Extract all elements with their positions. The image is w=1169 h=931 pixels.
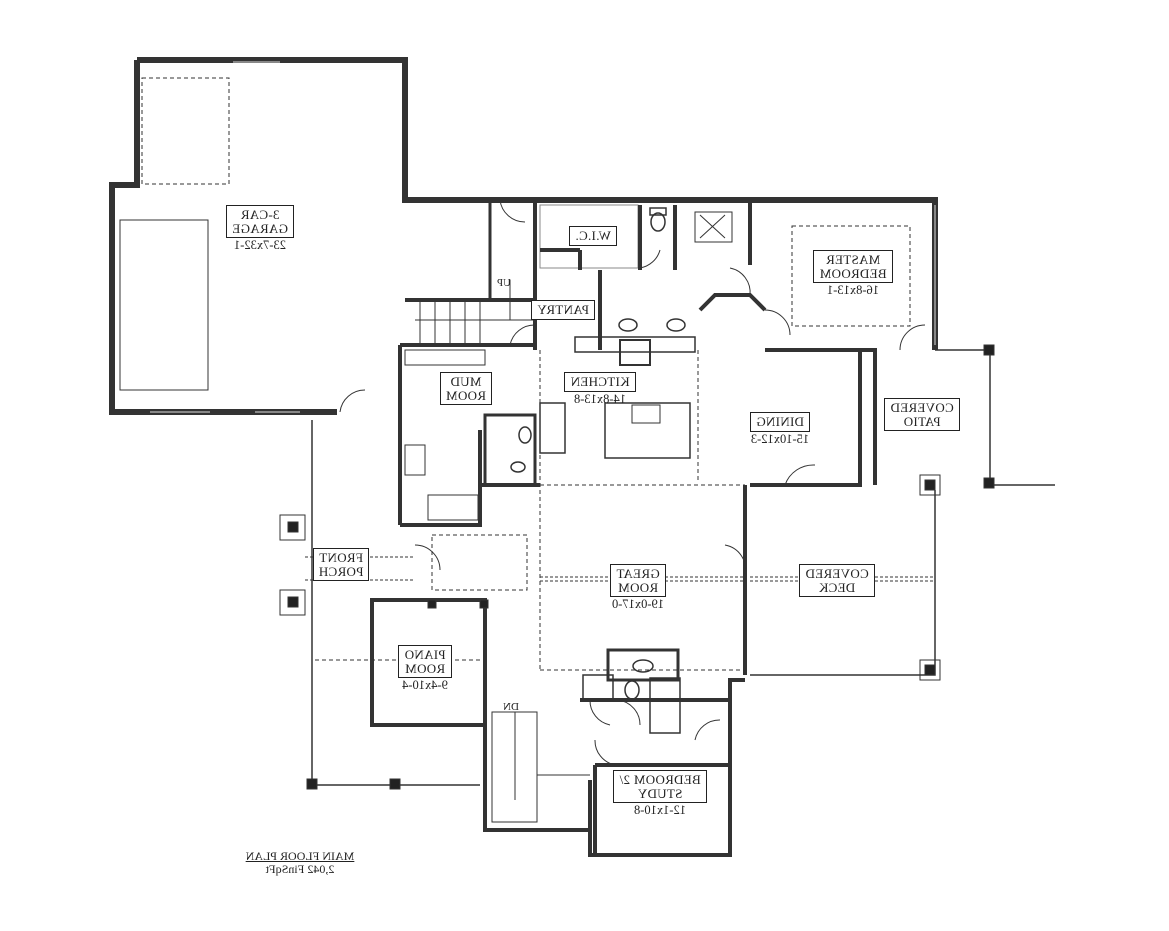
room-label-dining: DINING 15-10x12-3 — [750, 412, 811, 446]
room-label-wic: W.I.C. — [568, 226, 618, 246]
plan-title: MAIN FLOOR PLAN 2,042 FinSqFt — [245, 849, 355, 876]
garage-walls — [109, 57, 515, 415]
mud-room-walls — [398, 343, 540, 527]
stairs-down — [483, 710, 592, 832]
kitchen-walls — [539, 336, 862, 670]
room-label-pantry: PANTRY — [531, 300, 595, 320]
front-porch-walls — [279, 420, 480, 790]
stairs-up — [405, 280, 537, 350]
covered-patio-walls — [919, 344, 1055, 496]
stairs-up-label: UP — [496, 277, 512, 289]
door-swings — [339, 199, 926, 766]
room-label-bedroom2-study: BEDROOM 2/STUDY 12-1x10-8 — [610, 770, 710, 817]
north-walls — [488, 197, 938, 485]
room-label-kitchen: KITCHEN 14-8x13-8 — [560, 372, 640, 406]
stairs-down-label: DN — [503, 701, 519, 713]
bedroom2-walls — [580, 648, 745, 857]
